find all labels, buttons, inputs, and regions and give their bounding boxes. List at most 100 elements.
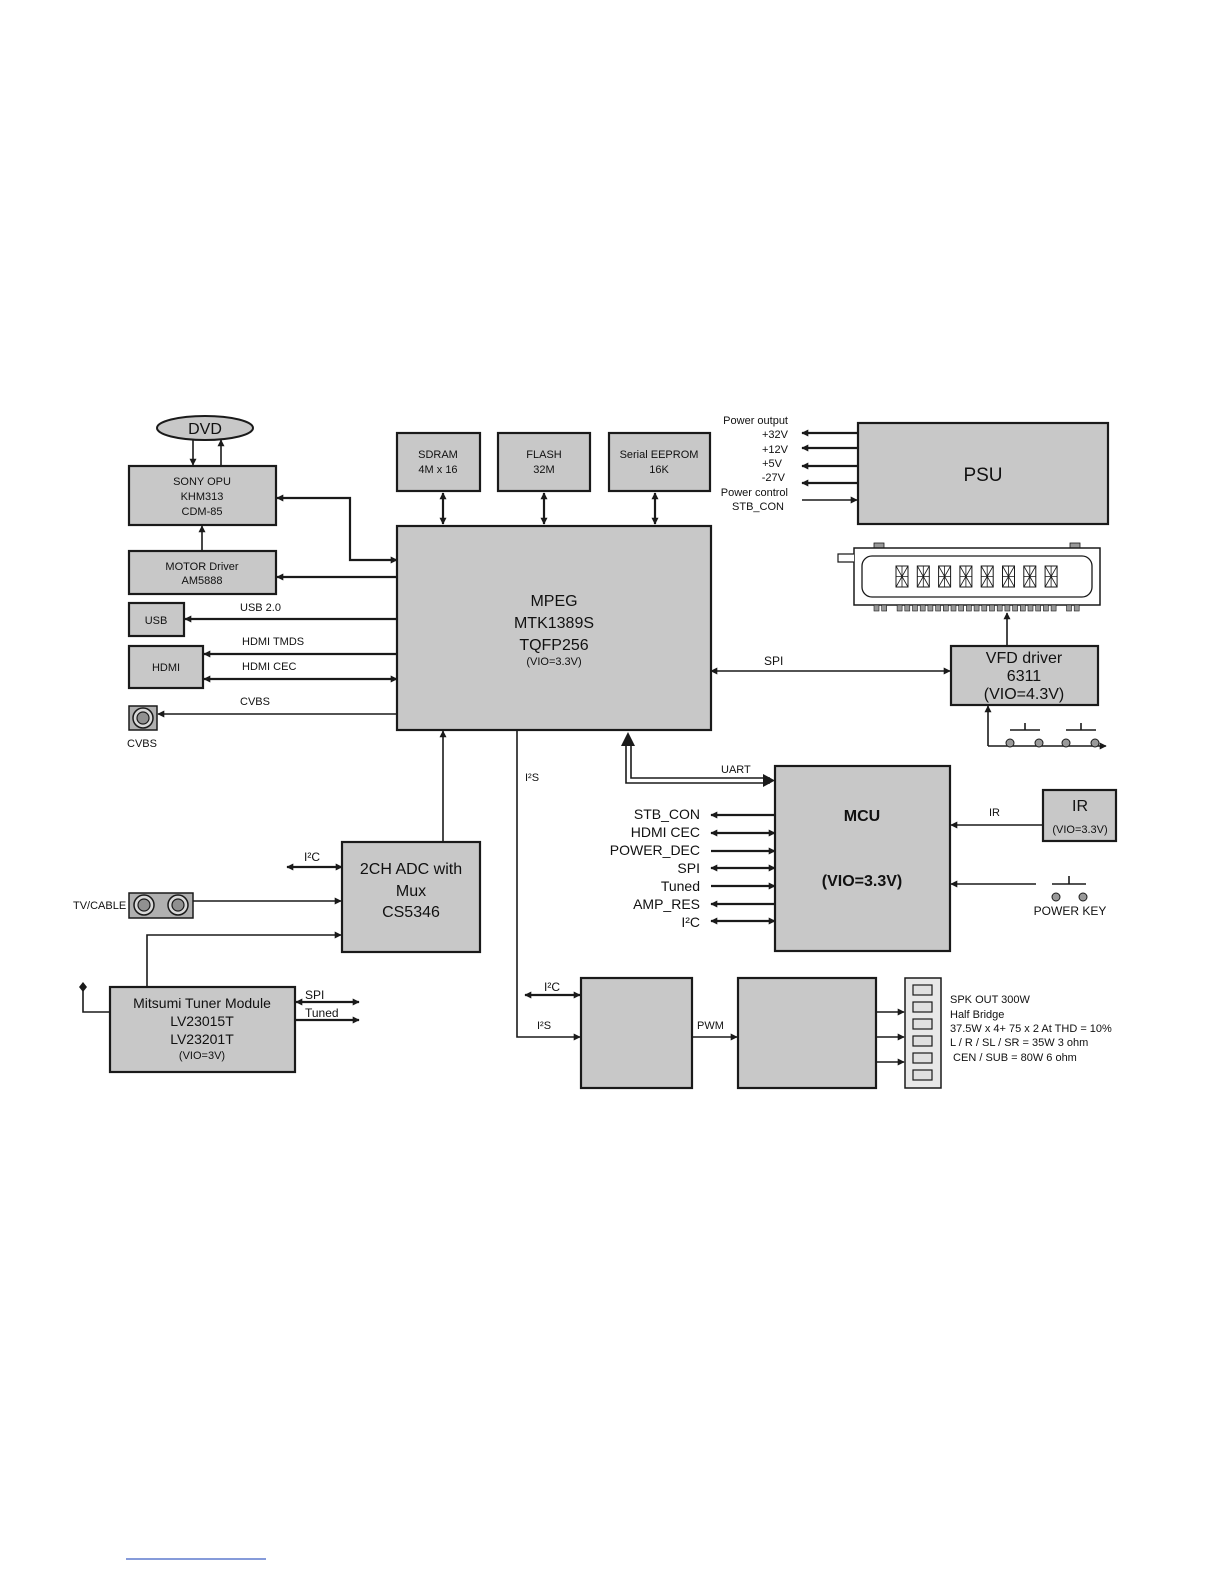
vfd-pin: [927, 604, 934, 612]
vfd-pin: [966, 604, 972, 612]
psu-labels: Power output +32V +12V +5V -27V Power co…: [721, 415, 789, 513]
vfd-pin: [989, 604, 995, 612]
speaker-terminal: [904, 977, 942, 1089]
psu-block: PSU: [856, 421, 1110, 526]
speaker-note-4: L / R / SL / SR = 35W 3 ohm: [950, 1037, 1088, 1049]
opu-line-1: SONY OPU: [173, 476, 231, 488]
vfd-driver-line-2: 6311: [1007, 668, 1042, 685]
vfd-character-cell: [959, 565, 973, 588]
hdmi-tmds-label: HDMI TMDS: [242, 636, 304, 648]
speaker-notes: SPK OUT 300W Half Bridge 37.5W x 4+ 75 x…: [950, 994, 1112, 1064]
mcu-signal-ampres: AMP_RES: [633, 896, 700, 912]
vfd-character-cell: [980, 565, 994, 588]
vfd-character-cell: [938, 565, 952, 588]
psu-27v-label: -27V: [762, 472, 786, 484]
vfd-pin: [1019, 604, 1026, 612]
speaker-note-3: 37.5W x 4+ 75 x 2 At THD = 10%: [950, 1023, 1112, 1035]
flash-line-1: FLASH: [526, 449, 562, 461]
eeprom-block: Serial EEPROM 16K: [607, 431, 712, 493]
mpeg-block: MPEG MTK1389S TQFP256 (VIO=3.3V): [395, 524, 713, 732]
dsp-i2c-label: I²C: [544, 980, 560, 994]
vfd-keys-icon: [984, 705, 1107, 750]
tv-cable-label: TV/CABLE: [73, 900, 126, 912]
eeprom-line-2: 16K: [649, 464, 669, 476]
mcu-signal-spi: SPI: [677, 860, 700, 876]
mcu-line-2: (VIO=3.3V): [822, 873, 902, 890]
vfd-pin: [1066, 604, 1072, 612]
hdmi-label: HDMI: [152, 662, 180, 674]
ir-line-1: IR: [1072, 798, 1088, 815]
vfd-driver-block: VFD driver 6311 (VIO=4.3V): [949, 644, 1100, 707]
hdmi-cec-label: HDMI CEC: [242, 661, 296, 673]
vfd-pins: [873, 604, 1080, 612]
vfd-pin: [904, 604, 911, 612]
audio-dsp-block: [579, 976, 694, 1090]
vfd-pin: [958, 604, 965, 612]
vfd-pin: [973, 604, 980, 612]
opu-line-2: KHM313: [181, 491, 224, 503]
opu-line-3: CDM-85: [182, 506, 223, 518]
psu-power-control-label: Power control: [721, 487, 788, 499]
vfd-pin: [1004, 604, 1011, 612]
spi-signal-label: SPI: [764, 654, 783, 668]
vfd-character-cell: [916, 565, 930, 588]
vfd-pin: [896, 604, 903, 612]
mpeg-line-2: MTK1389S: [514, 615, 594, 632]
hdmi-block: HDMI: [127, 644, 205, 690]
vfd-pin: [1043, 604, 1049, 612]
speaker-note-1: SPK OUT 300W: [950, 994, 1030, 1006]
power-amp-block: [736, 976, 878, 1090]
motor-driver-block: MOTOR Driver AM5888: [127, 549, 278, 596]
vfd-pin: [981, 604, 988, 612]
vfd-character-cell: [1044, 565, 1058, 588]
tuner-line-2: LV23015T: [170, 1013, 234, 1029]
speaker-note-2: Half Bridge: [950, 1009, 1004, 1021]
vfd-pin: [1035, 604, 1041, 612]
adc-line-3: CS5346: [382, 904, 440, 921]
pwm-signal-label: PWM: [697, 1020, 724, 1032]
vfd-pin: [1027, 604, 1034, 612]
mpeg-line-1: MPEG: [530, 593, 577, 610]
ir-block: IR (VIO=3.3V): [1041, 788, 1118, 843]
psu-stbcon-label: STB_CON: [732, 501, 784, 513]
vfd-character-cell: [1002, 565, 1015, 588]
vfd-character-cell: [1023, 565, 1037, 588]
vfd-driver-line-1: VFD driver: [986, 650, 1063, 667]
mcu-signal-powerdec: POWER_DEC: [610, 842, 700, 858]
mcu-line-1: MCU: [844, 808, 880, 825]
tv-cable-jack: [128, 892, 194, 919]
psu-power-output-label: Power output: [723, 415, 788, 427]
vfd-pin: [919, 604, 926, 612]
adc-i2c-label: I²C: [304, 850, 320, 864]
antenna-icon: [79, 982, 110, 1013]
vfd-character-cells: [895, 565, 1058, 588]
mcu-signal-stbcon: STB_CON: [634, 806, 700, 822]
flash-line-2: 32M: [533, 464, 554, 476]
vfd-pin: [912, 604, 918, 612]
vfd-pin: [935, 604, 941, 612]
opu-block: SONY OPU KHM313 CDM-85: [127, 464, 278, 527]
vfd-pin: [873, 604, 880, 612]
cvbs-signal-label: CVBS: [240, 696, 270, 708]
i2s-link: [516, 731, 581, 1041]
vfd-pin: [942, 604, 949, 612]
tuner-to-adc-arrow: [146, 931, 342, 987]
cvbs-jack: CVBS: [127, 705, 158, 750]
uart-arrow-right: [763, 774, 775, 787]
uart-link-b: [630, 744, 770, 779]
vfd-pin: [1012, 604, 1018, 612]
psu-32v-label: +32V: [762, 429, 789, 441]
vfd-character-cell: [895, 565, 909, 588]
mcu-signal-labels: STB_CON HDMI CEC POWER_DEC SPI Tuned AMP…: [610, 806, 700, 930]
usb-block: USB: [127, 601, 186, 638]
adc-line-2: Mux: [396, 883, 426, 900]
mpeg-line-4: (VIO=3.3V): [526, 656, 581, 668]
mcu-signal-i2c: I²C: [681, 914, 700, 930]
tuner-line-3: LV23201T: [170, 1031, 234, 1047]
vfd-pin: [1050, 604, 1057, 612]
usb-label: USB: [145, 615, 168, 627]
eeprom-line-1: Serial EEPROM: [620, 449, 699, 461]
psu-12v-label: +12V: [762, 444, 789, 456]
vfd-pin: [881, 604, 888, 612]
